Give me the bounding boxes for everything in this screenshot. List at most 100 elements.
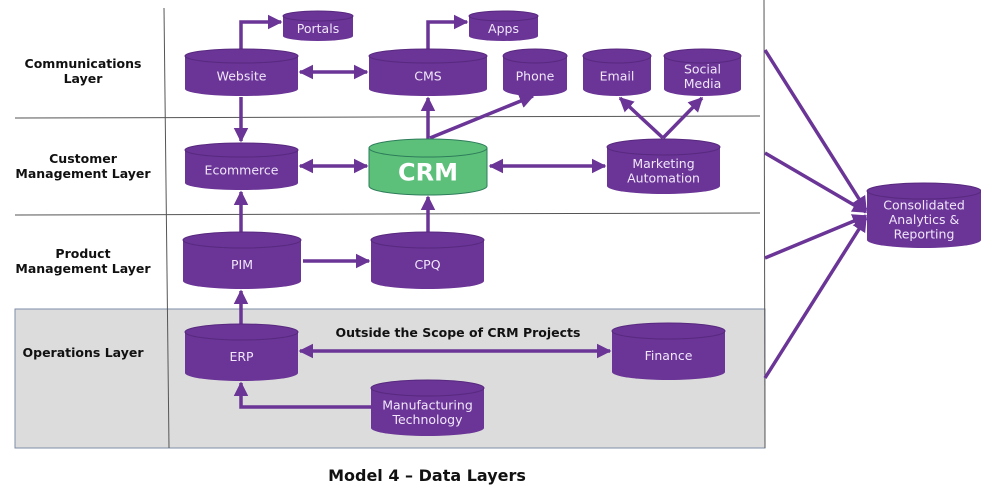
cylinder-top — [368, 138, 488, 158]
node-label-erp: ERP — [229, 349, 254, 364]
layer-label-line: Management Layer — [15, 261, 151, 276]
cylinder-body — [503, 56, 567, 96]
cylinder-body — [607, 147, 720, 194]
node-label-line: ERP — [229, 349, 254, 364]
node-label-line: Social — [684, 61, 721, 76]
node-cms: CMS — [368, 48, 488, 96]
scope-note: Outside the Scope of CRM Projects — [336, 325, 581, 340]
connector-layer-product-to-analytics — [764, 214, 868, 260]
node-label-line: CMS — [414, 69, 442, 84]
node-label-line: PIM — [231, 257, 253, 272]
node-label-ecommerce: Ecommerce — [205, 163, 279, 178]
node-label-line: Media — [684, 76, 722, 91]
cylinder-body — [583, 56, 651, 96]
node-email: Email — [582, 48, 652, 96]
layer-grid — [14, 0, 766, 449]
cylinder-top — [663, 48, 742, 64]
cylinder-body — [283, 16, 353, 41]
node-label-line: Phone — [516, 69, 555, 84]
cylinder-top — [606, 138, 721, 156]
cylinder-body — [371, 240, 484, 289]
cylinder-body — [368, 147, 488, 196]
diagram-caption: Model 4 – Data Layers — [328, 466, 526, 485]
node-label-line: Website — [217, 69, 267, 84]
cylinder-body — [664, 56, 741, 96]
cylinder-body — [185, 332, 298, 381]
connector-website-to-portals — [239, 14, 283, 49]
node-label-line: Consolidated — [883, 198, 965, 213]
cylinder-top — [184, 142, 299, 158]
node-label-phone: Phone — [516, 69, 555, 84]
cylinder-top — [184, 323, 299, 341]
connector-cms-to-apps — [426, 14, 469, 49]
node-label-line: Manufacturing — [382, 397, 473, 412]
node-portals: Portals — [282, 10, 354, 41]
cylinder-top — [370, 231, 485, 249]
node-label-line: Finance — [645, 348, 693, 363]
cylinder-top — [611, 322, 726, 340]
cylinder-top — [282, 10, 354, 22]
node-label-apps: Apps — [488, 21, 519, 36]
node-label-line: Technology — [391, 412, 463, 427]
node-label-line: Marketing — [632, 156, 694, 171]
layer-label-line: Layer — [64, 71, 104, 86]
connector-layer-operations-to-analytics — [763, 216, 868, 379]
node-finance: Finance — [611, 322, 726, 380]
node-label-website: Website — [217, 69, 267, 84]
cylinder-top — [182, 231, 302, 249]
cylinder-body — [369, 56, 487, 96]
layer-label-line: Operations Layer — [23, 345, 145, 360]
layer-label-line: Customer — [49, 151, 118, 166]
node-label-line: Ecommerce — [205, 163, 279, 178]
node-label-line: Automation — [627, 170, 700, 185]
node-label-line: Portals — [297, 21, 339, 36]
node-label-line: CRM — [398, 159, 458, 187]
grid-vertical-divider — [163, 7, 170, 449]
node-website: Website — [184, 48, 299, 96]
cylinder-top — [582, 48, 652, 64]
node-label-cpq: CPQ — [414, 257, 440, 272]
node-pim: PIM — [182, 231, 302, 289]
node-phone: Phone — [502, 48, 568, 96]
grid-line-customer-product — [14, 212, 761, 216]
cylinder-top — [370, 379, 485, 397]
node-ecommerce: Ecommerce — [184, 142, 299, 191]
connector-manufacturing-to-erp — [233, 381, 371, 409]
connector-crm-to-phone — [429, 94, 535, 140]
node-cpq: CPQ — [370, 231, 485, 289]
cylinder-body — [612, 331, 725, 380]
cylinder-body — [469, 16, 538, 42]
cylinder-body — [867, 191, 981, 248]
node-label-line: CPQ — [414, 257, 440, 272]
node-erp: ERP — [184, 323, 299, 381]
node-label-line: Apps — [488, 21, 519, 36]
node-crm: CRM — [368, 138, 488, 196]
layer-label-operations: Operations Layer — [23, 345, 145, 360]
connector-marketing-to-social — [661, 96, 704, 140]
grid-line-communications-customer — [14, 115, 761, 119]
cylinder-top — [468, 10, 539, 22]
node-label-pim: PIM — [231, 257, 253, 272]
cylinder-top — [866, 182, 981, 200]
cylinder-top — [368, 48, 488, 64]
grid-right-border — [763, 0, 766, 449]
node-apps: Apps — [468, 10, 539, 42]
cylinder-top — [502, 48, 568, 64]
layer-label-line: Communications — [25, 56, 142, 71]
node-label-portals: Portals — [297, 21, 339, 36]
cylinder-body — [371, 388, 484, 436]
cylinder-body — [183, 240, 301, 289]
layer-label-line: Product — [55, 246, 110, 261]
cylinder-top — [184, 48, 299, 64]
node-label-line: Email — [600, 69, 635, 84]
